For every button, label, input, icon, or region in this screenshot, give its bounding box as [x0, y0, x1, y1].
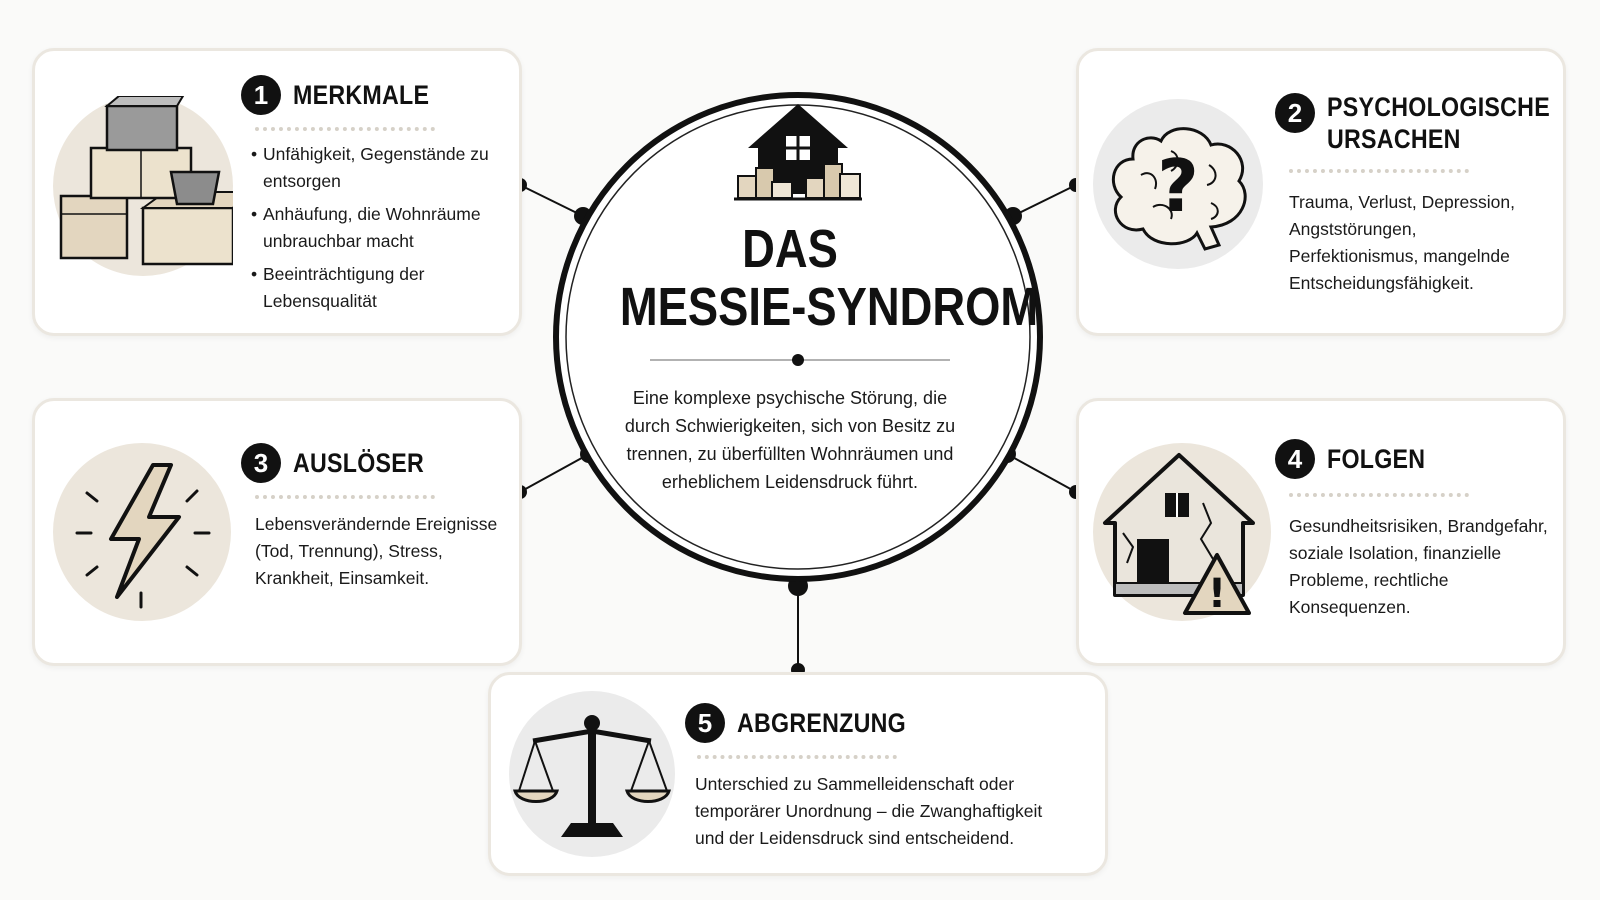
section-number: 2	[1275, 93, 1315, 133]
icon-circle	[53, 96, 233, 276]
center-title-line2: MESSIE-SYNDROM	[619, 277, 1039, 337]
bullet-item: Unfähigkeit, Gegenstände zu entsorgen	[251, 141, 511, 195]
section-title-line1: PSYCHOLOGISCHE	[1327, 92, 1550, 122]
section-number: 4	[1275, 439, 1315, 479]
section-title: ABGRENZUNG	[737, 708, 906, 738]
section-title: AUSLÖSER	[293, 448, 425, 478]
cardboard-boxes-icon	[59, 96, 233, 266]
divider	[697, 755, 897, 759]
section-body: Gesundheitsrisiken, Brandgefahr, soziale…	[1289, 516, 1548, 617]
section-title-line2: URSACHEN	[1327, 124, 1461, 154]
damaged-house-warning-icon: !	[1103, 453, 1255, 617]
bullet-item: Beeinträchtigung der Lebensqualität	[251, 261, 511, 315]
section-number: 1	[241, 75, 281, 115]
card-psychologische-ursachen: ? 2 PSYCHOLOGISCHE URSACHEN Trauma, Verl…	[1076, 48, 1566, 336]
section-body: Unfähigkeit, Gegenstände zu entsorgen An…	[251, 141, 511, 321]
section-body: Trauma, Verlust, Depression, Angststörun…	[1289, 192, 1515, 293]
divider	[255, 127, 435, 131]
section-number: 3	[241, 443, 281, 483]
center-title-line1: DAS	[742, 219, 838, 279]
card-abgrenzung: 5 ABGRENZUNG Unterschied zu Sammelleiden…	[488, 672, 1108, 876]
center-description: Eine komplexe psychische Störung, die du…	[624, 388, 956, 492]
svg-text:?: ?	[1157, 144, 1199, 228]
card-folgen: ! 4 FOLGEN Gesundheitsrisiken, Brandgefa…	[1076, 398, 1566, 666]
icon-circle: !	[1093, 443, 1271, 621]
brain-question-icon: ?	[1111, 127, 1247, 251]
section-number: 5	[685, 703, 725, 743]
icon-circle: ?	[1093, 99, 1263, 269]
section-title: MERKMALE	[293, 80, 430, 110]
bullet-item: Anhäufung, die Wohnräume unbrauchbar mac…	[251, 201, 511, 255]
divider	[255, 495, 435, 499]
icon-circle	[53, 443, 231, 621]
section-body: Lebensverändernde Ereignisse (Tod, Trenn…	[255, 514, 498, 588]
lightning-bolt-icon	[75, 463, 211, 609]
house-clutter-icon	[734, 104, 862, 201]
section-body: Unterschied zu Sammelleidenschaft oder t…	[695, 774, 1043, 848]
card-ausloeser: 3 AUSLÖSER Lebensverändernde Ereignisse …	[32, 398, 522, 666]
section-title: PSYCHOLOGISCHE URSACHEN	[1327, 91, 1550, 155]
center-title: DAS MESSIE-SYNDROM	[580, 219, 1038, 336]
divider	[1289, 493, 1469, 497]
svg-text:!: !	[1208, 571, 1226, 617]
divider	[1289, 169, 1469, 173]
icon-circle	[509, 691, 675, 857]
card-merkmale: 1 MERKMALE Unfähigkeit, Gegenstände zu e…	[32, 48, 522, 336]
section-title: FOLGEN	[1327, 444, 1426, 474]
balance-scale-icon	[513, 715, 671, 837]
